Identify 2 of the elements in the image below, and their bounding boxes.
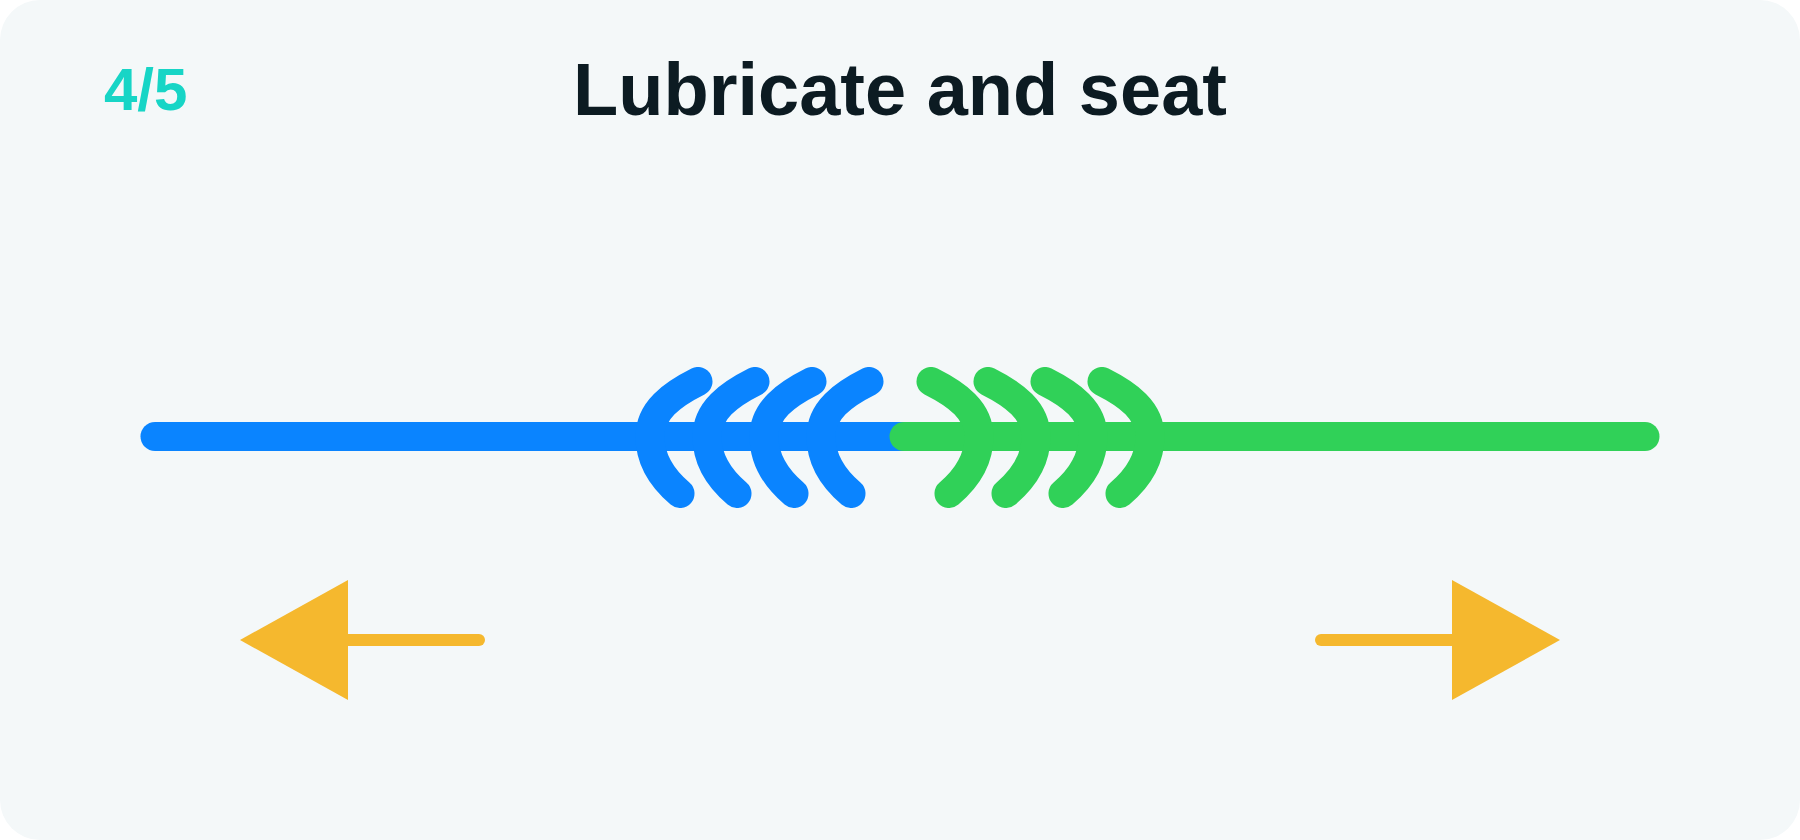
step-counter: 4/5 [104,60,188,120]
title: Lubricate and seat [573,53,1227,127]
